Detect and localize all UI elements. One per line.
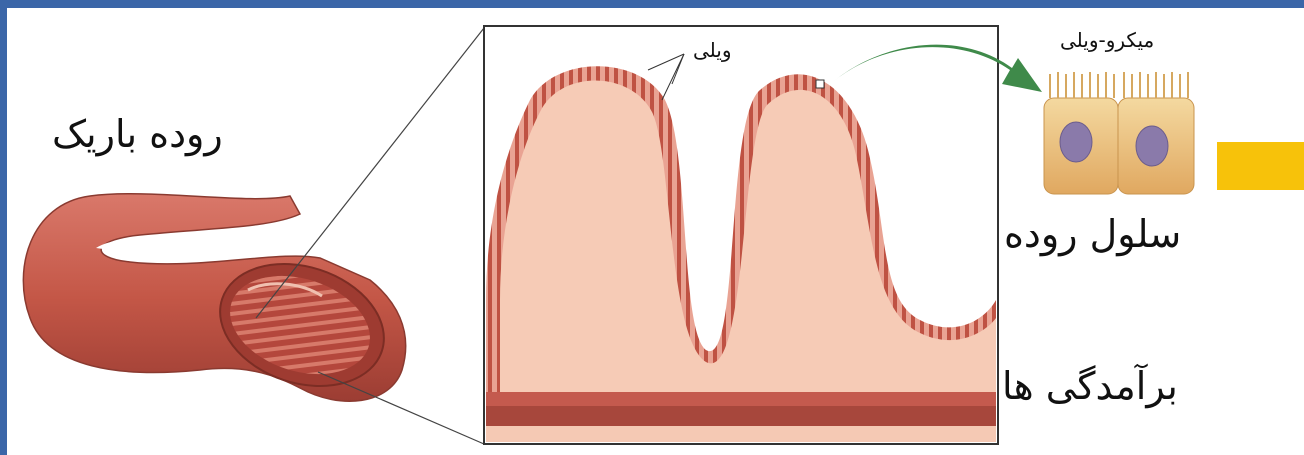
folds-label: برآمدگی ها xyxy=(1002,364,1178,408)
microvilli-label: میکرو-ویلی xyxy=(1060,28,1154,52)
small-intestine-drawing xyxy=(23,194,405,406)
small-intestine-label: روده باریک xyxy=(52,112,223,156)
villi-label: ویلی xyxy=(693,38,732,62)
zoom-line-top xyxy=(256,28,484,318)
accent-square xyxy=(1217,142,1304,190)
intestinal-cell-label: سلول روده xyxy=(1004,212,1181,256)
zoom-line-bottom xyxy=(318,372,484,444)
intestinal-cells-drawing xyxy=(1044,72,1194,194)
villi-magnified-panel xyxy=(484,26,998,444)
